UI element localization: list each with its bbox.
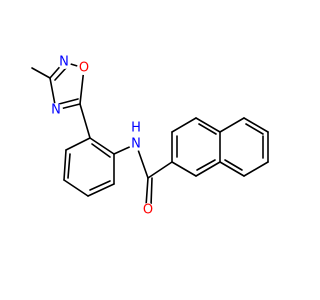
molecule-structure: N O N N H O [31, 55, 269, 218]
bond-carbonyl-o-double [150, 177, 153, 207]
bond-ph3-ph4 [63, 179, 89, 197]
bond-ph-inner-3 [91, 143, 111, 158]
bond-ph6-ph1 [89, 137, 115, 155]
atom-label-n: N [59, 55, 69, 70]
bond-naph-c [195, 117, 221, 133]
bond-c5-phenyl [79, 103, 91, 139]
bond-c5-n4-double [58, 98, 79, 105]
bond-naph-inner-3 [196, 159, 216, 171]
atom-o-carbonyl: O [141, 203, 155, 218]
atom-o-oxadiazole: O [77, 61, 91, 76]
bond-naph-b [171, 117, 197, 133]
bond-ph-inner-2 [89, 180, 111, 191]
bond-carbonyl-o [145, 177, 149, 207]
atom-label-o: O [79, 61, 89, 76]
bond-naph-f [171, 161, 197, 177]
atom-n-amide: N [129, 137, 143, 152]
atom-label-n: N [51, 103, 61, 118]
atom-label-o: O [143, 203, 153, 218]
bond-ph4-ph5 [87, 183, 115, 197]
atom-label-layer: N O N N H O [49, 55, 155, 218]
bond-naph-inner-2 [198, 123, 217, 135]
bond-ph2-ph3 [63, 149, 67, 181]
bond-methyl [31, 67, 51, 79]
bond-naph-g [219, 117, 245, 133]
atom-n-oxadiazole-left: N [49, 103, 63, 118]
bond-ph-inner-1 [67, 153, 71, 179]
bond-naph-j [243, 161, 269, 177]
bond-naph-inner-4 [245, 123, 264, 135]
atom-label-h: H [131, 121, 141, 136]
bond-carbonyl-naph [147, 161, 173, 179]
bond-naph-inner-6 [224, 159, 243, 171]
atom-label-n: N [131, 137, 141, 152]
bond-c3-n2-double [54, 67, 67, 81]
bond-layer [31, 61, 269, 207]
bond-ph1-ph2 [65, 137, 91, 151]
bond-naph-h [243, 117, 269, 133]
atom-h-amide: H [131, 121, 141, 136]
atom-n-oxadiazole-top: N [57, 55, 71, 70]
bond-naph-k [219, 161, 245, 177]
bond-naph-e [195, 161, 221, 177]
